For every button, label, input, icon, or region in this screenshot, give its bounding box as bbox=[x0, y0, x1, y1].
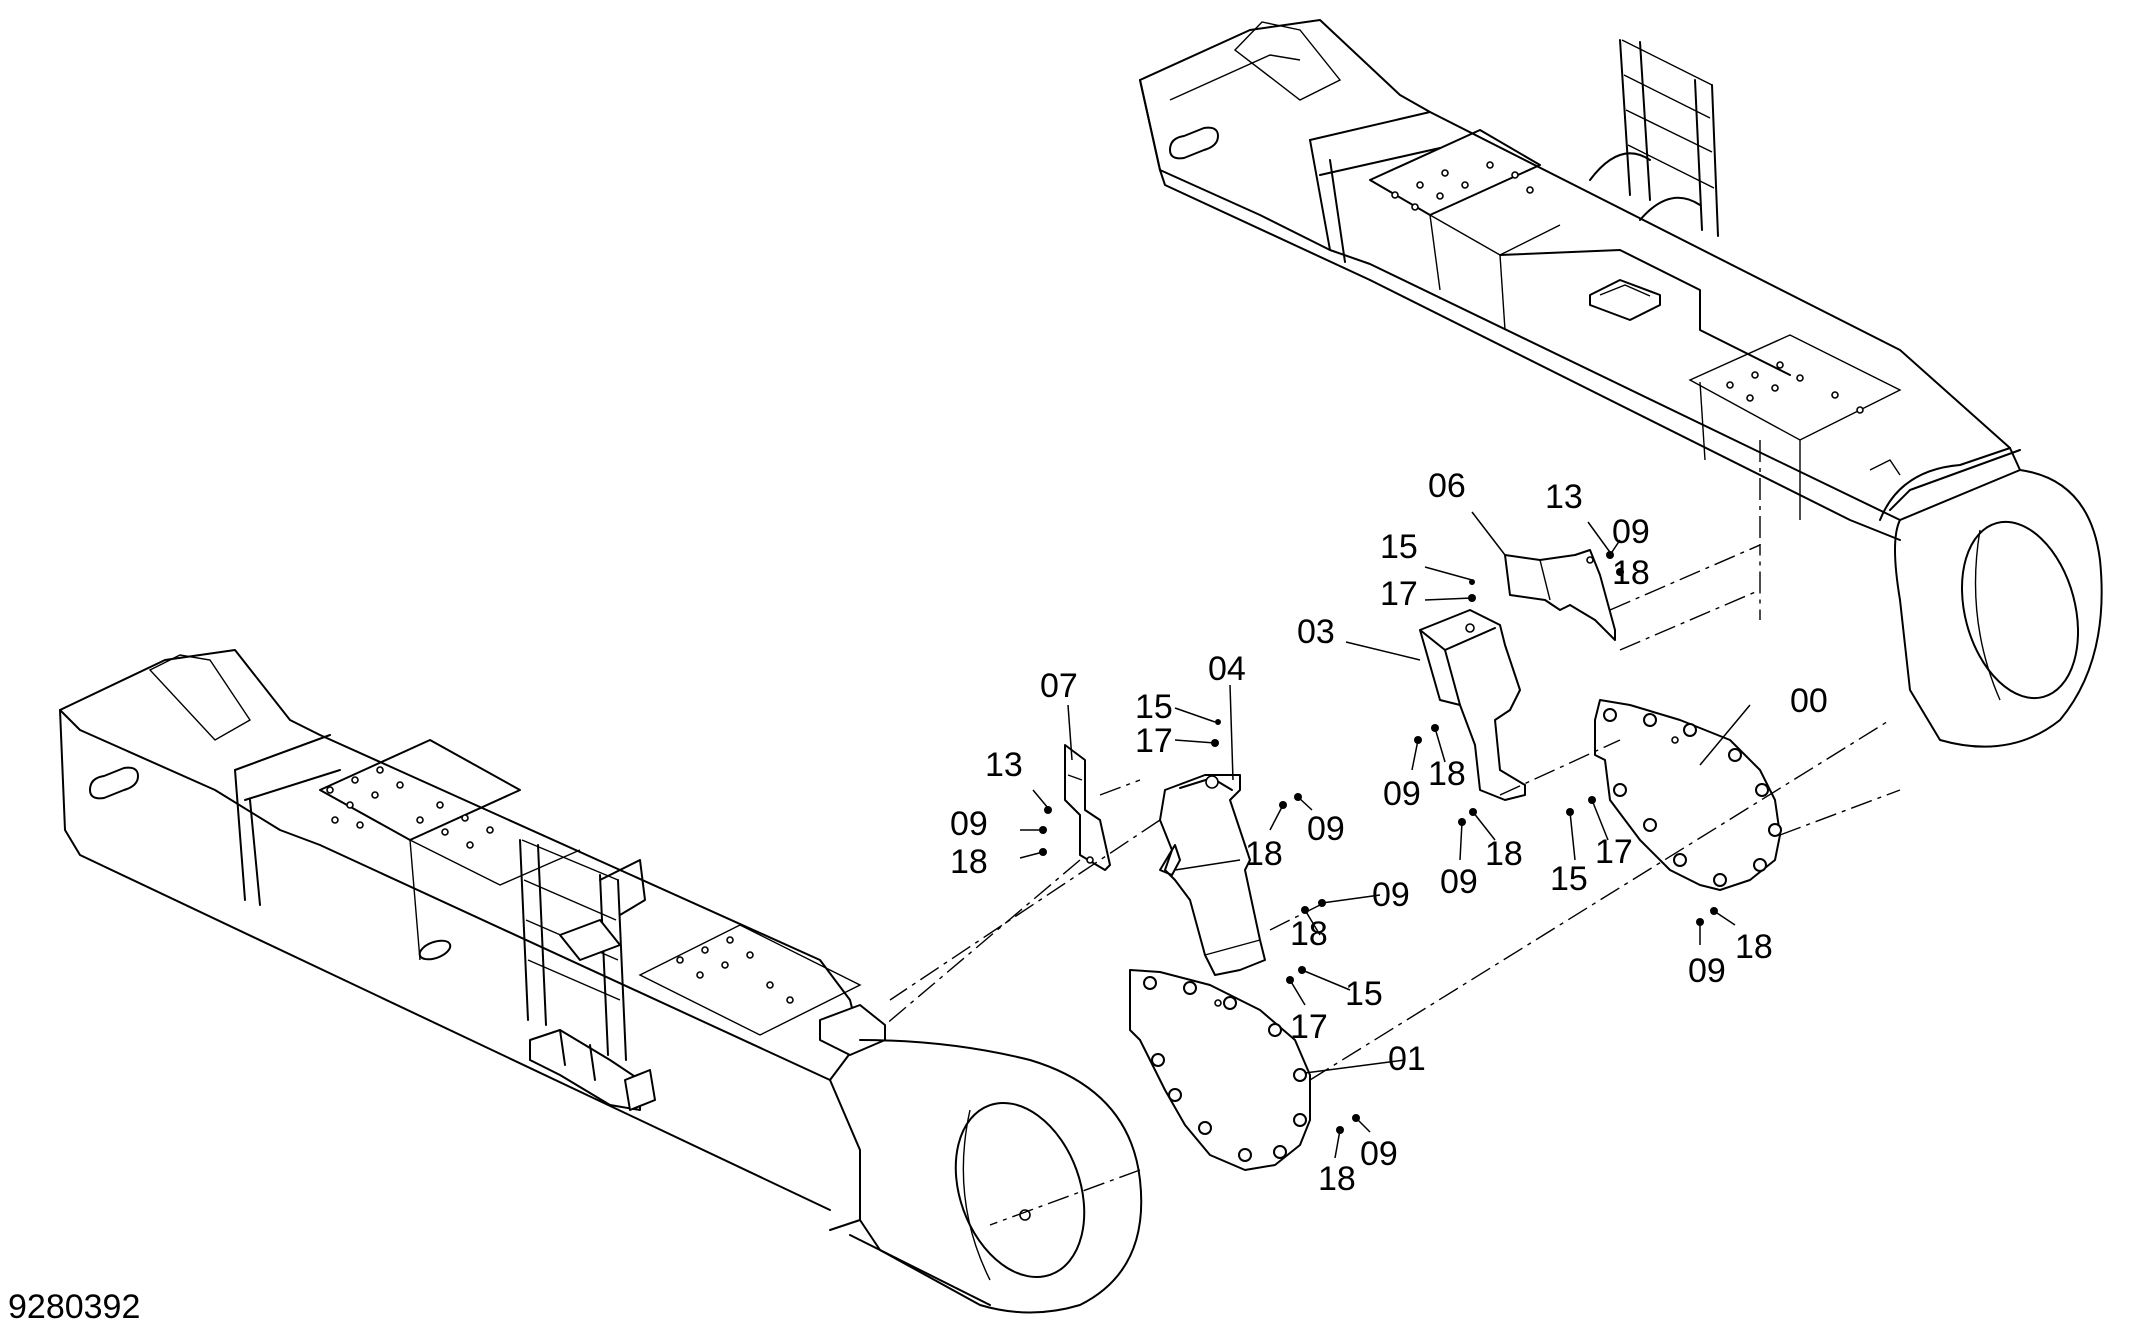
leader-lines bbox=[1019, 511, 1751, 1159]
callout-09: 09 bbox=[1440, 863, 1478, 901]
channel-03-icon bbox=[1419, 609, 1526, 801]
callout-18: 18 bbox=[1318, 1160, 1356, 1198]
callout-17: 17 bbox=[1595, 833, 1633, 871]
guard-04-icon bbox=[1159, 774, 1266, 976]
callout-15: 15 bbox=[1380, 528, 1418, 566]
callout-18: 18 bbox=[1735, 928, 1773, 966]
track-frame-left-icon bbox=[59, 649, 1143, 1314]
callout-17: 17 bbox=[1135, 722, 1173, 760]
callout-17: 17 bbox=[1290, 1008, 1328, 1046]
callout-09: 09 bbox=[1360, 1135, 1398, 1173]
callout-18: 18 bbox=[1428, 755, 1466, 793]
callout-06: 06 bbox=[1428, 467, 1466, 505]
track-frame-right-icon bbox=[1139, 19, 2103, 748]
callout-labels: 00 01 03 04 06 07 13 09 18 15 17 18 09 0… bbox=[950, 467, 1828, 1198]
callout-15: 15 bbox=[1550, 860, 1588, 898]
callout-18: 18 bbox=[1290, 915, 1328, 953]
callout-03: 03 bbox=[1297, 613, 1335, 651]
ladder-left-icon bbox=[519, 839, 646, 1061]
cover-plate-00-icon bbox=[1594, 699, 1782, 891]
callout-04: 04 bbox=[1208, 650, 1246, 688]
callout-18: 18 bbox=[1485, 835, 1523, 873]
cover-plate-01-icon bbox=[1129, 969, 1311, 1171]
frame-holes-right bbox=[1391, 161, 1864, 414]
callout-15: 15 bbox=[1345, 975, 1383, 1013]
tow-hook-icon bbox=[529, 1029, 656, 1111]
bracket-06-icon bbox=[1504, 549, 1616, 641]
bracket-07-icon bbox=[1064, 744, 1111, 871]
frame-holes-left bbox=[326, 766, 794, 1004]
callout-09: 09 bbox=[1372, 876, 1410, 914]
callout-07: 07 bbox=[1040, 667, 1078, 705]
callout-18: 18 bbox=[1612, 554, 1650, 592]
callout-18: 18 bbox=[1245, 835, 1283, 873]
callout-17: 17 bbox=[1380, 575, 1418, 613]
callout-13: 13 bbox=[985, 746, 1023, 784]
ladder-right-icon bbox=[1589, 39, 1719, 237]
document-id: 9280392 bbox=[8, 1288, 140, 1326]
callout-13: 13 bbox=[1545, 478, 1583, 516]
callout-09: 09 bbox=[1688, 952, 1726, 990]
callout-01: 01 bbox=[1388, 1040, 1426, 1078]
callout-09: 09 bbox=[1612, 513, 1650, 551]
callout-09: 09 bbox=[1383, 775, 1421, 813]
callout-00: 00 bbox=[1790, 682, 1828, 720]
callout-15: 15 bbox=[1135, 688, 1173, 726]
callout-09: 09 bbox=[1307, 810, 1345, 848]
callout-18: 18 bbox=[950, 843, 988, 881]
assembly-lines bbox=[884, 440, 1901, 1226]
callout-09: 09 bbox=[950, 805, 988, 843]
